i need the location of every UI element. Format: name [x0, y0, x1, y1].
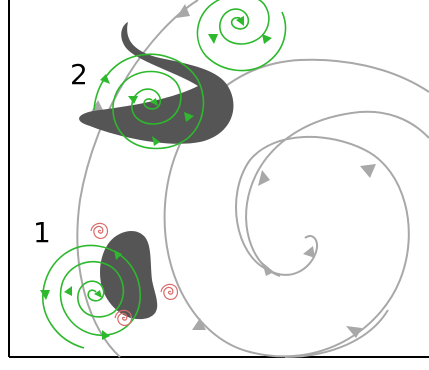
flow-arrow-spiral-center-bottom: [262, 262, 274, 276]
vortex-top-arrow-3: [262, 34, 272, 44]
small-vortex-upper: [91, 223, 107, 238]
vortex-r1-arrow-3: [40, 290, 50, 300]
region-label-1: 1: [33, 216, 51, 249]
flow-arrow-spiral-right: [360, 164, 376, 178]
vortex-top-arrow-2: [208, 34, 218, 44]
region-label-2: 2: [70, 58, 88, 91]
obstacle-region-1: [100, 231, 157, 319]
obstacles: [79, 22, 233, 319]
flow-arrow-inner-tip: [303, 246, 315, 258]
small-vortex-right: [161, 284, 177, 299]
lower-flow-arc: [285, 310, 388, 357]
vortex-r1-arrow-2: [64, 286, 72, 296]
flow-arrow-spiral-center-top: [258, 170, 270, 186]
